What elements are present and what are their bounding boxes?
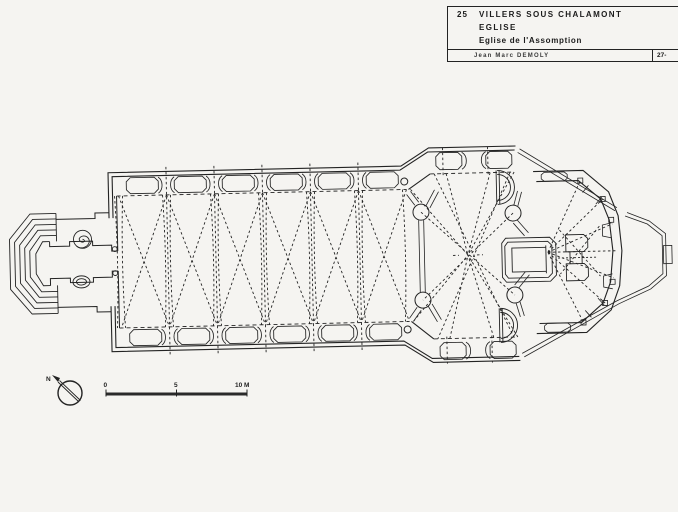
north-arrow: N: [46, 375, 83, 406]
crossing-vault-ribs: [410, 146, 519, 364]
building-subtitle: Eglise de l'Assomption: [479, 36, 583, 45]
apse-chapel-south: [498, 307, 519, 343]
crossing-windows: [435, 150, 517, 361]
baptismal-font: [72, 275, 91, 289]
crossing-piers: [400, 177, 524, 334]
pier-arches: [406, 189, 530, 323]
outer-walls: [107, 145, 521, 363]
retro-choir-screen: [558, 234, 599, 282]
east-enclosure: [517, 148, 673, 358]
high-altar: [501, 236, 557, 283]
nave-windows: [125, 171, 403, 347]
narthex-walls: [49, 196, 121, 329]
west-porch: [9, 212, 59, 315]
sheet-number: 27-: [652, 50, 678, 62]
author-name: Jean Marc DEMOLY: [474, 52, 550, 59]
department-number: 25: [457, 10, 468, 19]
building-type: EGLISE: [479, 23, 517, 32]
nave-vault-ribs: [114, 162, 410, 355]
north-arrowhead-icon: [52, 375, 60, 382]
scale-tick-10m: 10 M: [235, 382, 249, 389]
commune-name: VILLERS SOUS CHALAMONT: [479, 10, 623, 19]
inner-wall-faces: [116, 171, 518, 340]
apse-chapel-north: [495, 169, 515, 205]
window-jambs: [601, 222, 613, 290]
title-block-main: 25 VILLERS SOUS CHALAMONT EGLISE Eglise …: [448, 7, 678, 49]
spiral-staircase: [73, 229, 92, 249]
scale-tick-0: 0: [104, 382, 108, 389]
scale-tick-5: 5: [174, 382, 178, 389]
title-block-subrow: Jean Marc DEMOLY 27-: [448, 49, 678, 62]
nave-pilasters: [157, 172, 371, 346]
scale-bar: 0 5 10 M: [104, 382, 249, 397]
north-label: N: [46, 376, 51, 383]
church-floor-plan: [9, 145, 673, 364]
title-block: 25 VILLERS SOUS CHALAMONT EGLISE Eglise …: [447, 6, 678, 62]
axial-window-bay: [662, 245, 673, 265]
sanctuary-vault-ribs: [547, 180, 616, 323]
